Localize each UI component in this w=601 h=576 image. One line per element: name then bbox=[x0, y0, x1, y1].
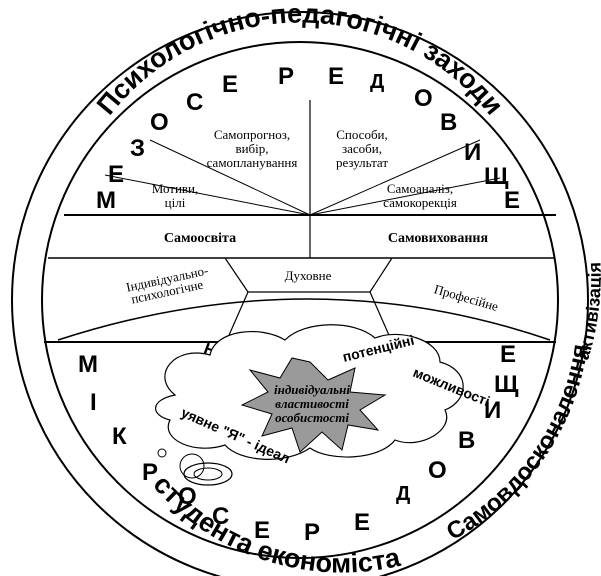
bubble-small bbox=[157, 448, 167, 458]
lower-letter-5: С bbox=[212, 503, 229, 530]
upper-letter-11: И bbox=[464, 139, 481, 166]
upper-letter-3: О bbox=[150, 109, 169, 136]
upper-letter-10: В bbox=[440, 109, 457, 136]
svg-text:Самопрогноз,: Самопрогноз, bbox=[214, 127, 290, 142]
fan-line-left-2 bbox=[104, 174, 311, 216]
lower-letter-3: Р bbox=[142, 459, 158, 486]
lower-letter-4: О bbox=[178, 483, 197, 510]
lower-letter-11: В bbox=[458, 427, 475, 454]
outer-ring-top-title: Психологічно-педагогічні заходи bbox=[91, 0, 509, 120]
svg-text:Самоаналіз,: Самоаналіз, bbox=[387, 181, 453, 196]
segment-forecast: Самопрогноз, вибір, самопланування bbox=[207, 127, 298, 170]
band-self-upbringing: Самовиховання bbox=[388, 231, 489, 246]
upper-letter-12: Щ bbox=[484, 163, 509, 190]
lower-letter-10: О bbox=[428, 457, 447, 484]
svg-text:Мотиви,: Мотиви, bbox=[152, 181, 199, 196]
upper-letter-1: Е bbox=[108, 161, 124, 188]
lower-letter-8: Е bbox=[354, 509, 370, 536]
star-text-line3: особистості bbox=[275, 410, 349, 425]
lower-letter-9: Д bbox=[396, 483, 410, 505]
segment-analysis: Самоаналіз, самокорекція bbox=[383, 181, 457, 210]
segment-motives: Мотиви, цілі bbox=[152, 181, 199, 210]
lower-letter-12: И bbox=[484, 397, 501, 424]
lower-letter-14: Е bbox=[500, 341, 516, 368]
star-text-line1: індивідуальні bbox=[274, 382, 350, 397]
upper-letter-5: Е bbox=[222, 71, 238, 98]
fan-line-right-1 bbox=[309, 139, 481, 216]
lower-letter-2: К bbox=[112, 423, 127, 450]
svg-text:засоби,: засоби, bbox=[342, 141, 382, 156]
lower-letter-7: Р bbox=[304, 519, 320, 546]
upper-letter-13: Е bbox=[504, 187, 520, 214]
svg-text:Способи,: Способи, bbox=[336, 127, 388, 142]
band-self-education: Самоосвіта bbox=[164, 231, 236, 246]
upper-letter-9: О bbox=[414, 85, 433, 112]
fan-line-left-1 bbox=[149, 139, 311, 216]
outer-circle bbox=[11, 11, 589, 576]
lower-letter-6: Е bbox=[254, 517, 270, 544]
star-text-line2: властивості bbox=[275, 396, 349, 411]
fan-line-right-2 bbox=[309, 177, 501, 216]
svg-text:вибір,: вибір, bbox=[235, 141, 268, 156]
lower-letter-1: І bbox=[90, 389, 97, 416]
lower-letter-0: М bbox=[78, 351, 98, 378]
upper-letter-2: З bbox=[130, 135, 145, 162]
bubble-large bbox=[179, 453, 205, 479]
eye-inner-icon bbox=[193, 467, 223, 481]
lower-letter-13: Щ bbox=[494, 371, 519, 398]
svg-text:результат: результат bbox=[336, 155, 388, 170]
upper-letter-7: Е bbox=[328, 63, 344, 90]
upper-letter-0: М bbox=[96, 187, 116, 214]
outer-ring-right-title-2: активізація bbox=[572, 262, 601, 362]
eye-icon bbox=[183, 462, 233, 486]
direction-spiritual: Духовне bbox=[285, 268, 332, 283]
star-burst bbox=[240, 357, 387, 453]
segment-means: Способи, засоби, результат bbox=[336, 127, 388, 170]
upper-letter-8: Д bbox=[370, 71, 384, 93]
svg-text:самопланування: самопланування bbox=[207, 155, 298, 170]
upper-letter-6: Р bbox=[278, 63, 294, 90]
direction-professional: Професійне bbox=[432, 281, 500, 314]
directions-area bbox=[57, 257, 551, 343]
upper-letter-4: С bbox=[186, 89, 203, 116]
upper-arc-letters: М Е З О С Е Р Е Д О В И Щ Е bbox=[96, 63, 520, 214]
svg-text:цілі: цілі bbox=[165, 195, 186, 210]
lower-arc-letters: М І К Р О С Е Р Е Д О В И Щ Е bbox=[78, 341, 519, 546]
svg-text:самокорекція: самокорекція bbox=[383, 195, 457, 210]
inner-circle bbox=[41, 41, 559, 559]
